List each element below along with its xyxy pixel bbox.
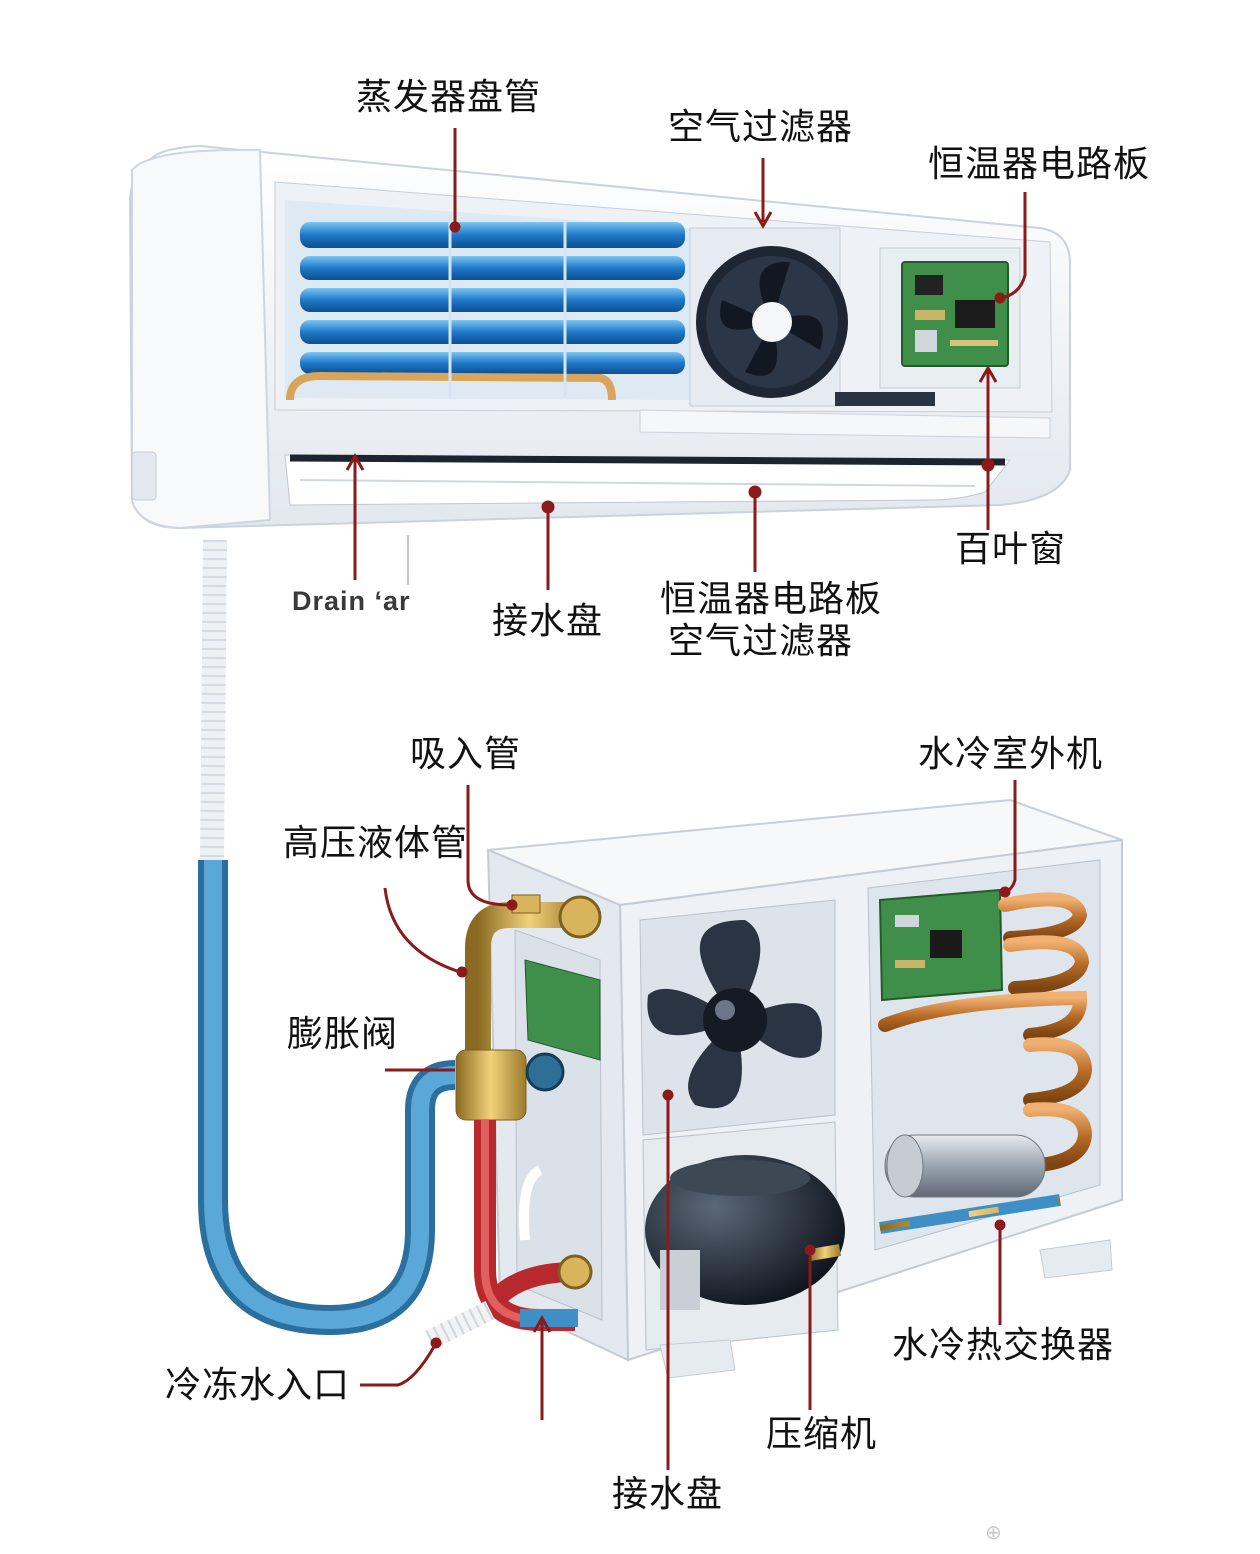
label-suction-pipe: 吸入管 (410, 734, 522, 775)
label-evaporator-coil: 蒸发器盘管 (356, 77, 542, 118)
outdoor-fan-art (647, 920, 822, 1109)
label-air-filter-top: 空气过滤器 (668, 107, 854, 148)
label-expansion-valve: 膨胀阀 (287, 1014, 399, 1055)
indoor-pcb-art (879, 247, 1021, 389)
watermark: ⊕ (985, 1520, 1002, 1544)
label-high-pressure-liquid-pipe: 高压液体管 (283, 823, 469, 864)
label-thermostat-board-top: 恒温器电路板 (928, 144, 1151, 185)
label-water-cooled-heat-exchanger: 水冷热交换器 (892, 1325, 1115, 1366)
label-water-cooled-outdoor-unit: 水冷室外机 (918, 734, 1104, 775)
indoor-unit (128, 144, 1071, 530)
outdoor-unit (486, 798, 1123, 1379)
label-drip-tray-top: 接水盘 (492, 601, 604, 642)
evaporator-coil-art (285, 200, 690, 401)
heat-exchanger-art (879, 1134, 1061, 1234)
refrigerant-pipes-art (425, 894, 602, 1349)
label-compressor: 压缩机 (766, 1414, 878, 1455)
label-drain-pipe: Drain ‘ar (292, 586, 411, 616)
indoor-fan-art (689, 227, 935, 407)
label-thermostat-board-bottom: 恒温器电路板 (660, 579, 883, 620)
outdoor-pcb-art (878, 888, 1004, 1002)
label-louver: 百叶窗 (955, 529, 1067, 570)
leader-lines (345, 128, 1027, 1470)
label-chilled-water-inlet: 冷冻水入口 (165, 1365, 351, 1406)
label-air-filter-bottom: 空气过滤器 (668, 621, 854, 662)
label-drip-tray-bottom: 接水盘 (612, 1474, 724, 1515)
